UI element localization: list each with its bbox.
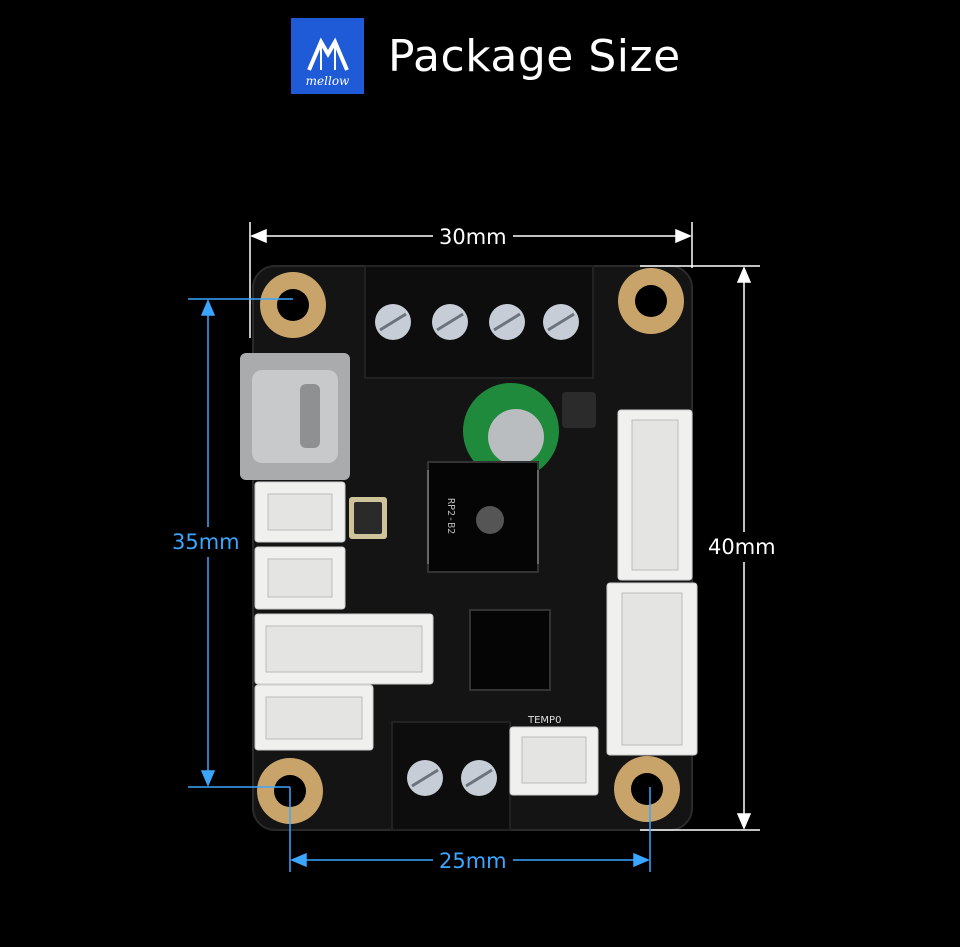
- header: mellow Package Size: [291, 17, 681, 95]
- top-terminal-screws: [375, 304, 579, 340]
- page-title: Package Size: [388, 30, 681, 82]
- driver-chip: [469, 609, 551, 691]
- right-connectors: [509, 409, 698, 796]
- label-temp: TEMP0: [527, 715, 561, 726]
- svg-text:RP2-B2: RP2-B2: [445, 498, 456, 534]
- mcu-chip-pins: [427, 470, 539, 564]
- dimension-hole-vertical-label: 35mm: [166, 527, 246, 557]
- usb-c-port: [300, 384, 320, 448]
- left-connectors: [254, 481, 434, 751]
- reset-button: [562, 392, 596, 428]
- dimension-hole-horizontal-label: 25mm: [433, 846, 513, 876]
- mountain-logo-icon: [307, 37, 349, 71]
- raspberry-logo-icon: [476, 506, 504, 534]
- dimension-height-label: 40mm: [702, 532, 782, 562]
- mellow-logo: mellow: [291, 18, 364, 94]
- dimension-width-label: 30mm: [433, 222, 513, 252]
- mounting-holes: [257, 268, 684, 824]
- logo-text: mellow: [305, 74, 350, 88]
- usb-c-shell: [252, 370, 338, 463]
